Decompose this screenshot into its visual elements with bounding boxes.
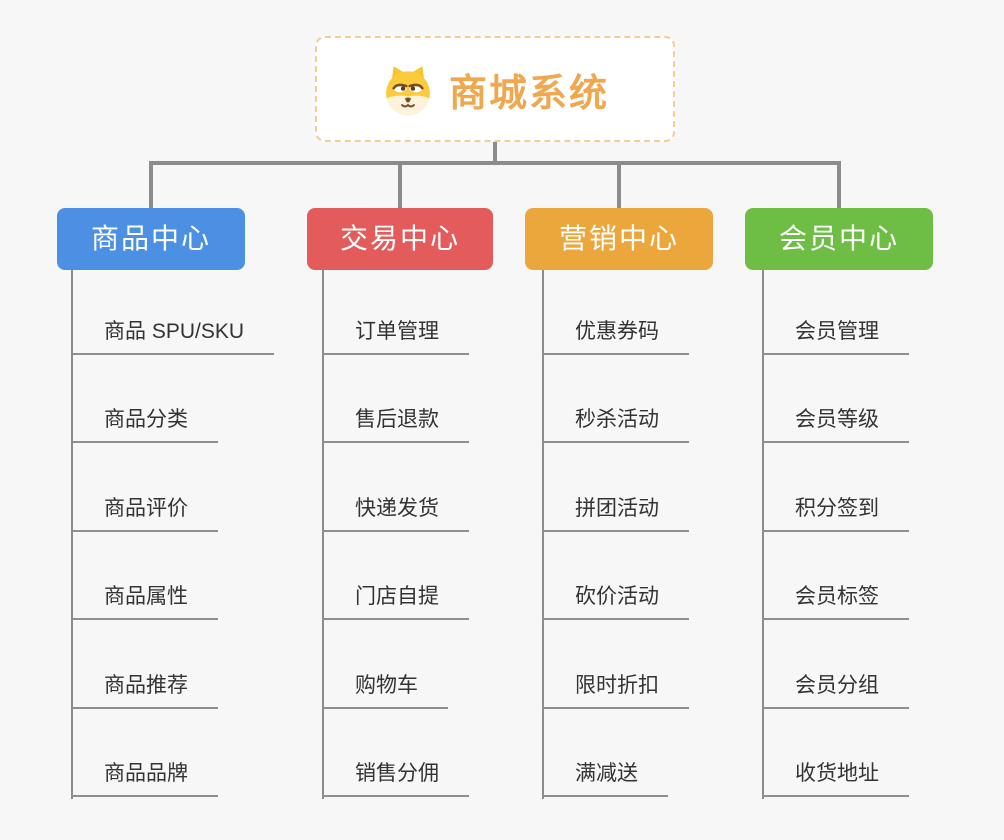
leaf-group-buy[interactable]: 拼团活动 xyxy=(542,495,689,532)
leaf-product-recommend[interactable]: 商品推荐 xyxy=(71,672,218,709)
shiba-dog-icon xyxy=(381,62,435,116)
leaf-product-review[interactable]: 商品评价 xyxy=(71,495,218,532)
leaf-points-checkin[interactable]: 积分签到 xyxy=(762,495,909,532)
leaf-limited-time-discount[interactable]: 限时折扣 xyxy=(542,672,689,709)
leaf-member-level[interactable]: 会员等级 xyxy=(762,406,909,443)
connector-drop-trade xyxy=(398,161,402,208)
branch-node-trade-center[interactable]: 交易中心 xyxy=(307,208,493,270)
leaf-product-attribute[interactable]: 商品属性 xyxy=(71,583,218,620)
connector-drop-marketing xyxy=(617,161,621,208)
leaf-shipping-address[interactable]: 收货地址 xyxy=(762,760,909,797)
leaf-product-brand[interactable]: 商品品牌 xyxy=(71,760,218,797)
leaf-bargain-activity[interactable]: 砍价活动 xyxy=(542,583,689,620)
connector-trunk-marketing xyxy=(542,270,544,799)
leaf-product-spu-sku[interactable]: 商品 SPU/SKU xyxy=(71,318,275,355)
branch-node-member-center[interactable]: 会员中心 xyxy=(745,208,933,270)
leaf-member-group[interactable]: 会员分组 xyxy=(762,672,909,709)
root-title: 商城系统 xyxy=(448,72,609,115)
leaf-flash-sale[interactable]: 秒杀活动 xyxy=(542,406,689,443)
leaf-product-category[interactable]: 商品分类 xyxy=(71,406,218,443)
branch-node-product-center[interactable]: 商品中心 xyxy=(57,208,245,270)
leaf-after-sale-refund[interactable]: 售后退款 xyxy=(322,406,469,443)
connector-trunk-member xyxy=(762,270,764,799)
leaf-member-management[interactable]: 会员管理 xyxy=(762,318,909,355)
connector-drop-product xyxy=(149,161,153,208)
root-node[interactable]: 商城系统 xyxy=(315,36,675,142)
leaf-full-reduction[interactable]: 满减送 xyxy=(542,760,668,797)
branch-node-marketing-center[interactable]: 营销中心 xyxy=(525,208,713,270)
connector-bus xyxy=(149,161,841,165)
leaf-shopping-cart[interactable]: 购物车 xyxy=(322,672,448,709)
leaf-express-delivery[interactable]: 快递发货 xyxy=(322,495,469,532)
leaf-store-pickup[interactable]: 门店自提 xyxy=(322,583,469,620)
leaf-coupon-code[interactable]: 优惠券码 xyxy=(542,318,689,355)
connector-drop-member xyxy=(837,161,841,208)
leaf-order-management[interactable]: 订单管理 xyxy=(322,318,469,355)
leaf-member-tag[interactable]: 会员标签 xyxy=(762,583,909,620)
connector-trunk-product xyxy=(71,270,73,799)
connector-trunk-trade xyxy=(322,270,324,799)
connector-root-stem xyxy=(493,140,497,165)
leaf-sales-commission[interactable]: 销售分佣 xyxy=(322,760,469,797)
